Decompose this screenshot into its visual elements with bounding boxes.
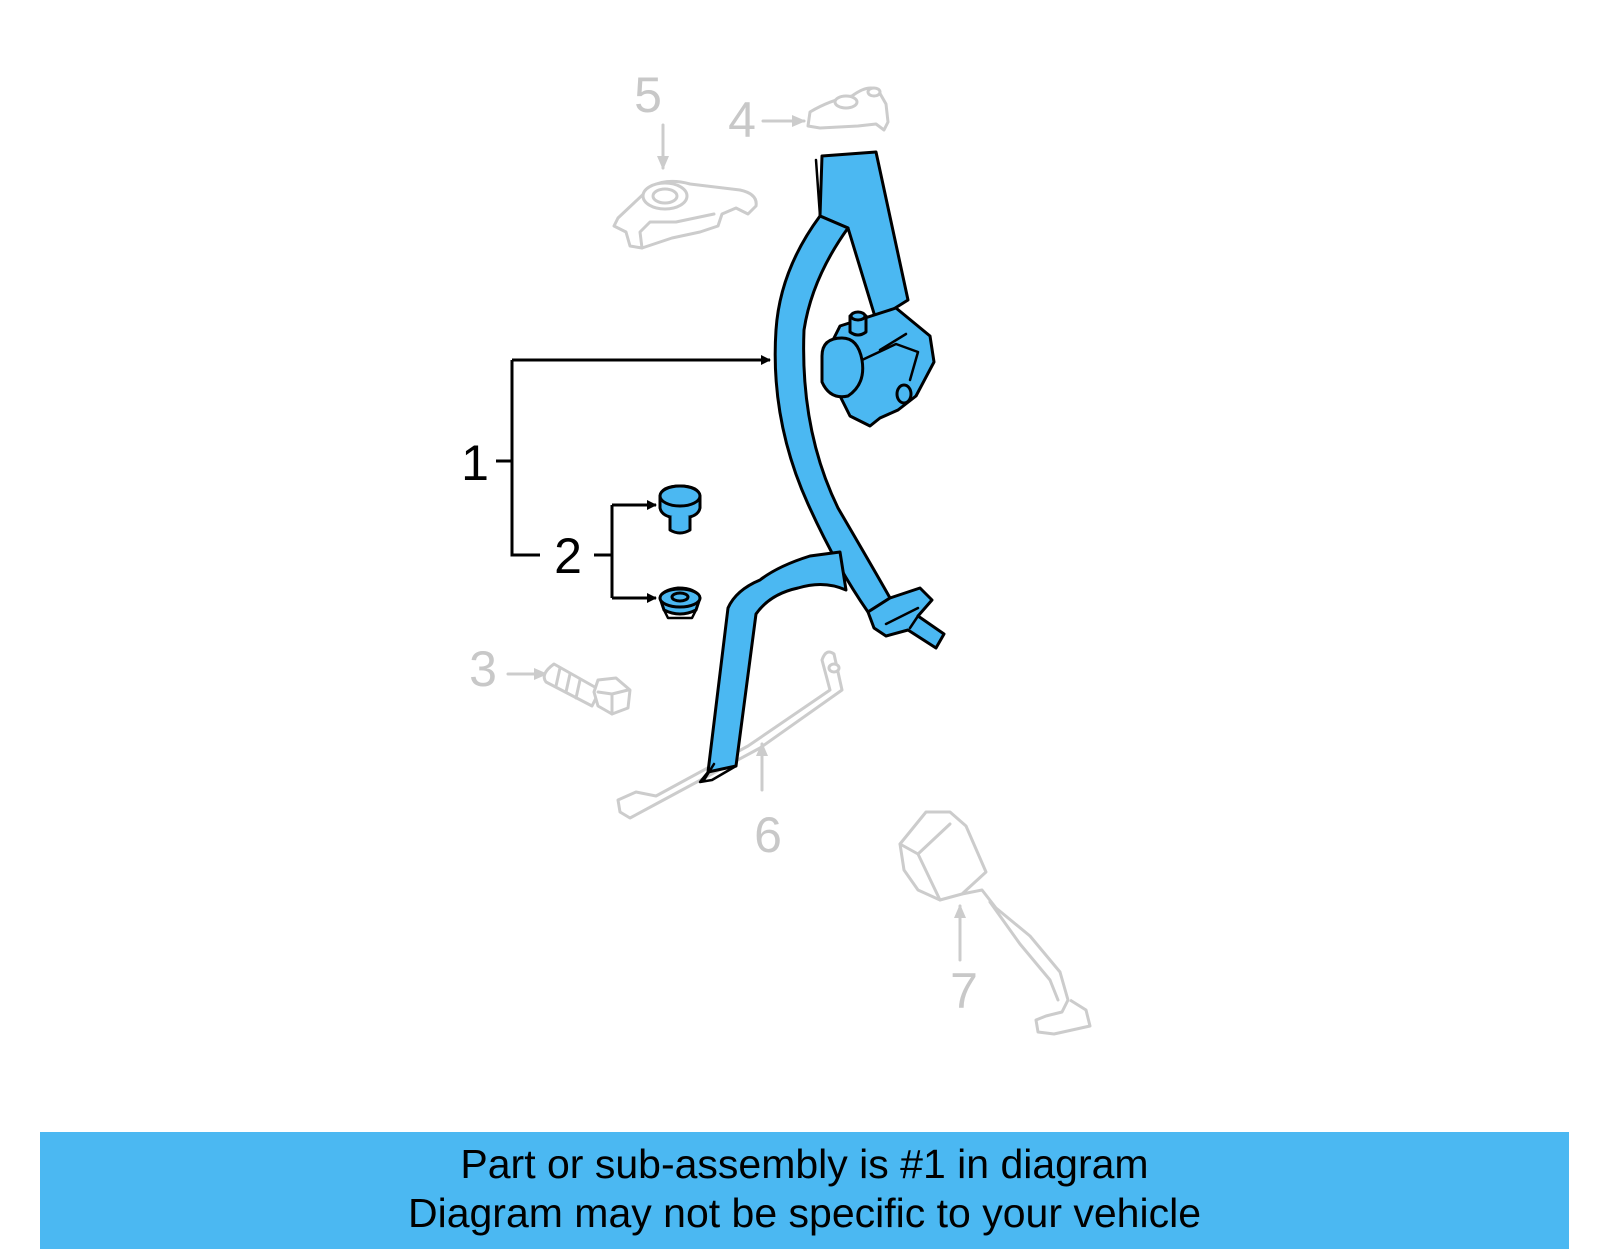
upper-anchor-bracket-icon: 5 xyxy=(612,67,758,250)
banner-line-part-number: Part or sub-assembly is #1 in diagram xyxy=(460,1141,1149,1187)
grommet-icon xyxy=(658,586,702,620)
seat-belt-assembly-icon xyxy=(698,150,946,784)
callout-1[interactable]: 1 xyxy=(461,435,489,491)
callout-2[interactable]: 2 xyxy=(554,528,582,584)
lower-anchor-bar-icon: 6 xyxy=(616,650,844,863)
callout-4[interactable]: 4 xyxy=(728,92,756,148)
callout-7[interactable]: 7 xyxy=(950,963,978,1019)
callout-3[interactable]: 3 xyxy=(469,641,497,697)
callout-2-leader: 2 xyxy=(554,500,657,603)
callout-1-leader: 1 xyxy=(461,355,771,557)
info-banner: Part or sub-assembly is #1 in diagram Di… xyxy=(40,1132,1569,1249)
bolt-icon: 3 xyxy=(469,641,632,716)
banner-line-disclaimer: Diagram may not be specific to your vehi… xyxy=(407,1190,1201,1236)
upper-guide-bracket-icon: 4 xyxy=(728,86,890,148)
buckle-icon: 7 xyxy=(898,810,1092,1036)
parts-diagram: 5 4 3 6 7 xyxy=(461,67,1092,1036)
callout-6[interactable]: 6 xyxy=(754,807,782,863)
cap-icon xyxy=(658,484,702,535)
callout-5[interactable]: 5 xyxy=(634,67,662,123)
